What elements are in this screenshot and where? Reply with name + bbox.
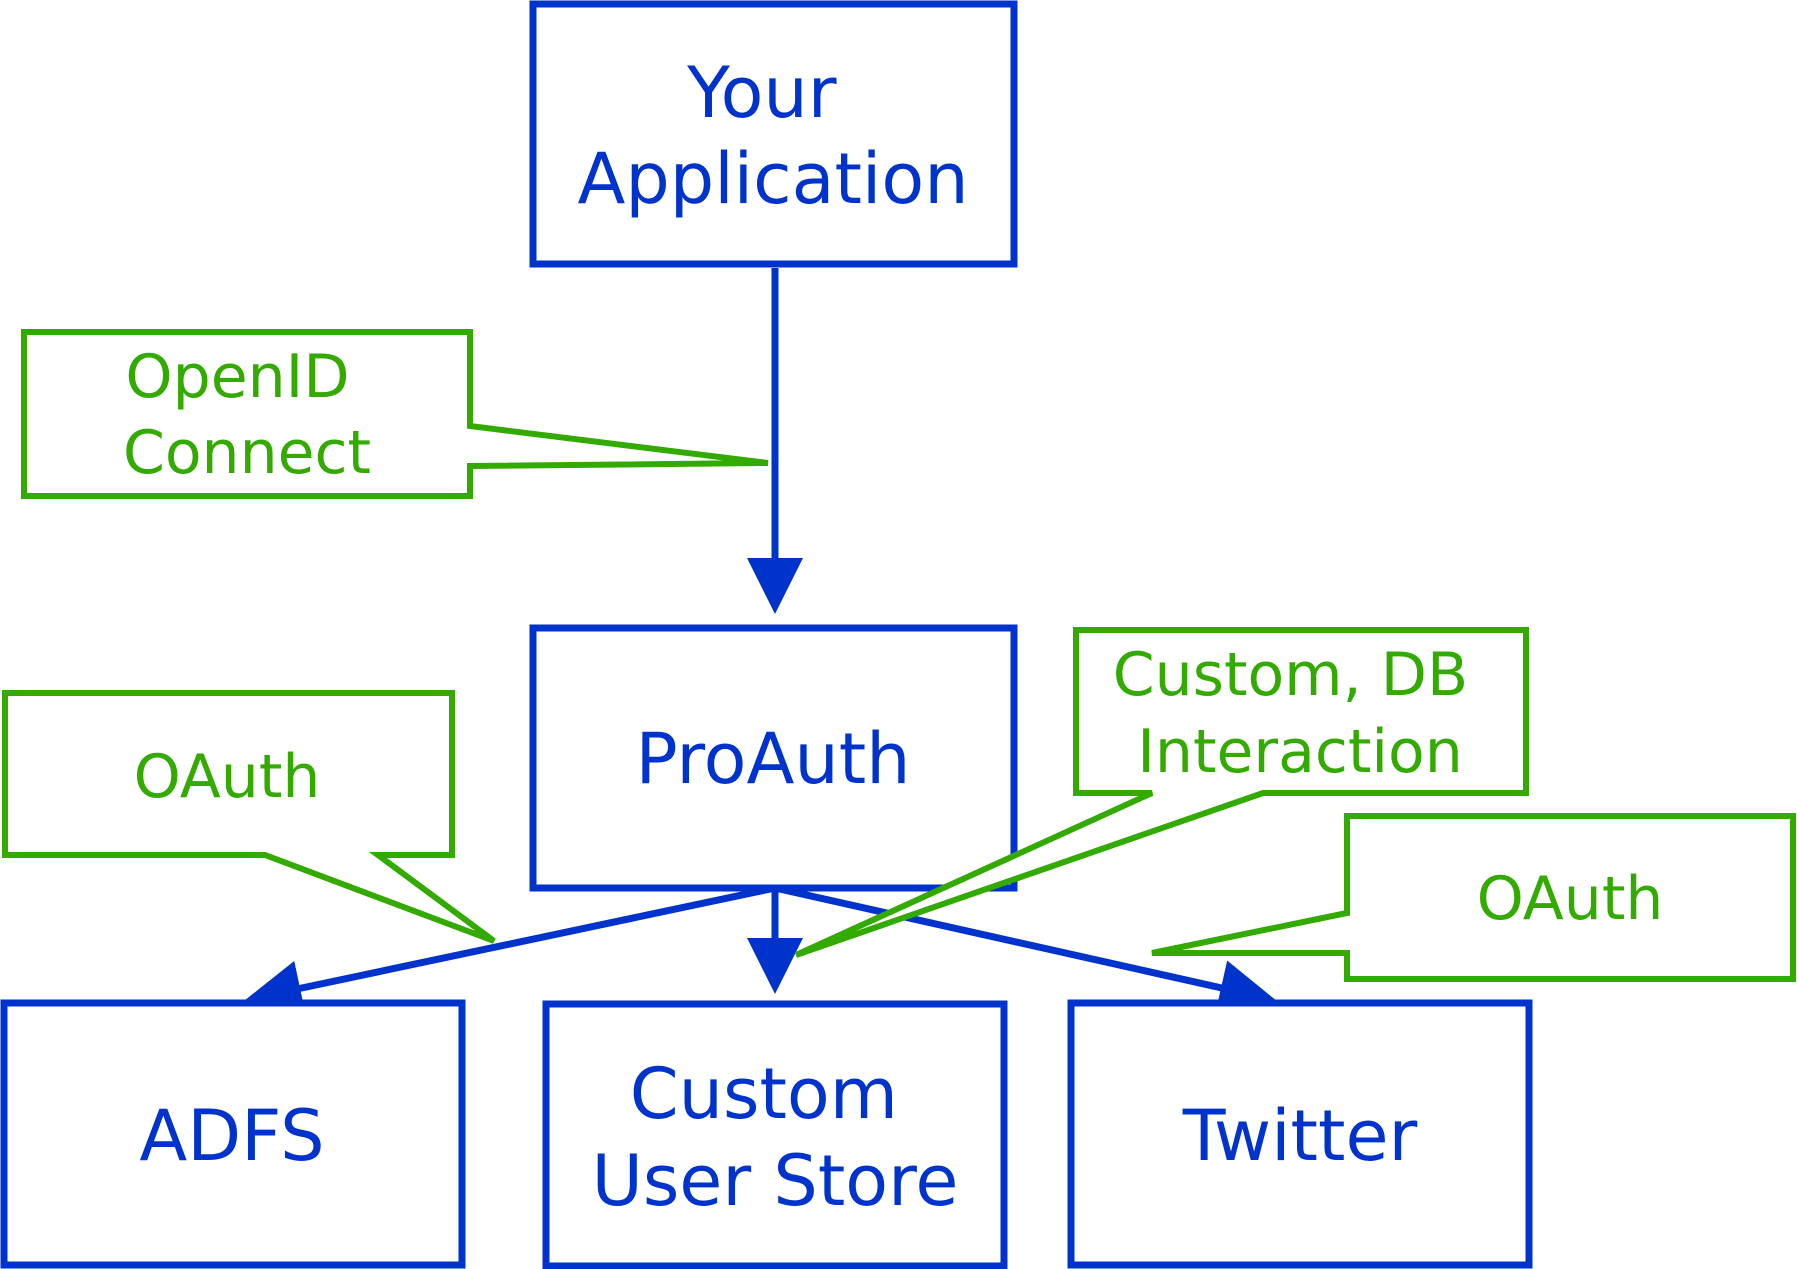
callout-label-line: Connect <box>123 418 371 488</box>
node-box <box>542 1000 1008 1269</box>
callout-label-line: Custom, DB <box>1113 640 1468 710</box>
node-box <box>0 999 466 1269</box>
node-label-line: User Store <box>592 1140 959 1222</box>
node-box <box>1067 999 1533 1269</box>
node-box <box>529 0 1018 268</box>
node-twitter: Twitter <box>1067 999 1533 1269</box>
callout-label-line: OAuth <box>1477 864 1664 934</box>
arrow-proauth-to-twitter <box>774 884 1276 1016</box>
svg-text:ProAuth: ProAuth <box>635 718 910 800</box>
connectors <box>245 268 1276 1016</box>
callout-label-line: Interaction <box>1137 717 1463 787</box>
node-proauth: ProAuth <box>529 624 1018 892</box>
svg-text:OAuth: OAuth <box>1477 864 1664 934</box>
svg-text:Custom User Store: Custom User Store <box>592 1053 959 1222</box>
callout-shape <box>2 690 496 944</box>
callout-oauth-adfs: OAuth <box>2 690 496 944</box>
svg-text:OAuth: OAuth <box>134 742 321 812</box>
arrow-proauth-to-adfs <box>245 884 776 1016</box>
node-label-line: Your <box>686 52 837 134</box>
svg-text:Custom, DB Interaction: Custom, DB Interaction <box>1113 640 1487 787</box>
svg-text:OpenID Connect: OpenID Connect <box>123 342 371 488</box>
node-label-line: ProAuth <box>635 718 910 800</box>
node-label-line: Twitter <box>1182 1095 1418 1177</box>
callout-shape <box>1151 813 1796 982</box>
node-your-application: Your Application <box>529 0 1018 268</box>
callout-oauth-twitter: OAuth <box>1151 813 1796 982</box>
svg-text:Twitter: Twitter <box>1182 1095 1418 1177</box>
svg-text:ADFS: ADFS <box>139 1095 324 1177</box>
callout-custom-db-interaction: Custom, DB Interaction <box>794 627 1529 958</box>
node-label-line: Application <box>577 138 968 220</box>
node-label-line: ADFS <box>139 1095 324 1177</box>
node-label-line: Custom <box>630 1053 898 1135</box>
svg-text:Your Application: Your Application <box>577 52 968 220</box>
callout-shape <box>21 329 769 499</box>
callout-openid-connect: OpenID Connect <box>21 329 769 499</box>
node-custom-user-store: Custom User Store <box>542 1000 1008 1269</box>
callout-label-line: OAuth <box>134 742 321 812</box>
node-adfs: ADFS <box>0 999 466 1269</box>
callout-shape <box>794 627 1529 958</box>
callout-label-line: OpenID <box>125 342 349 412</box>
node-box <box>529 624 1018 892</box>
